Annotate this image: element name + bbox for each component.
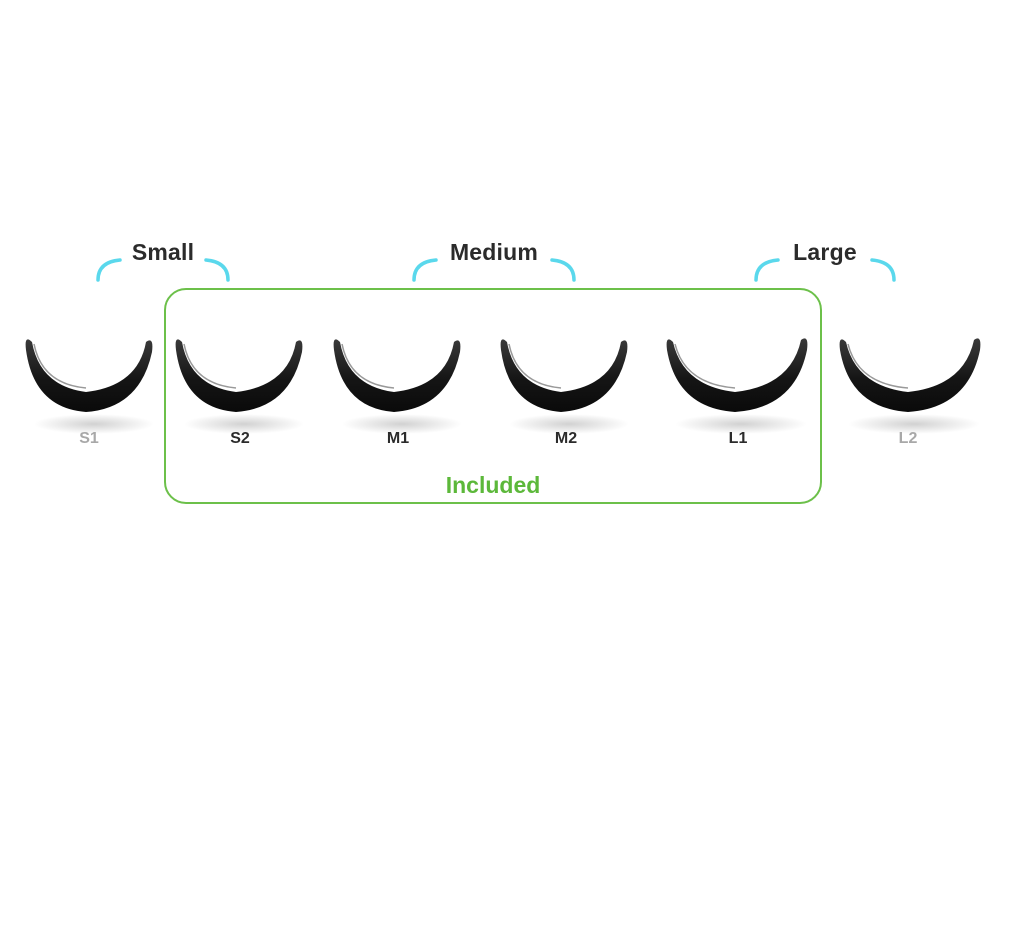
curly-bracket-icon xyxy=(550,258,576,282)
curly-bracket-icon xyxy=(412,258,438,282)
u-shaped-insert-icon xyxy=(500,339,629,434)
u-shaped-insert-icon xyxy=(839,338,981,434)
group-label-large: Large xyxy=(793,239,857,265)
curly-bracket-icon xyxy=(96,258,122,282)
curly-bracket-icon xyxy=(870,258,896,282)
size-label-l1: L1 xyxy=(728,430,748,447)
size-label-s2: S2 xyxy=(230,430,250,447)
size-label-m1: M1 xyxy=(386,430,410,447)
size-label-l2: L2 xyxy=(898,430,918,447)
included-label: Included xyxy=(445,472,541,498)
u-shaped-insert-icon xyxy=(25,339,154,434)
u-shaped-insert-icon xyxy=(333,339,462,434)
group-label-small: Small xyxy=(131,239,195,265)
included-frame xyxy=(164,288,822,504)
curly-bracket-icon xyxy=(204,258,230,282)
size-label-m2: M2 xyxy=(554,430,578,447)
curly-bracket-icon xyxy=(754,258,780,282)
size-label-s1: S1 xyxy=(79,430,99,447)
u-shaped-insert-icon xyxy=(175,339,304,434)
group-label-medium: Medium xyxy=(449,239,539,265)
u-shaped-insert-icon xyxy=(666,338,808,434)
